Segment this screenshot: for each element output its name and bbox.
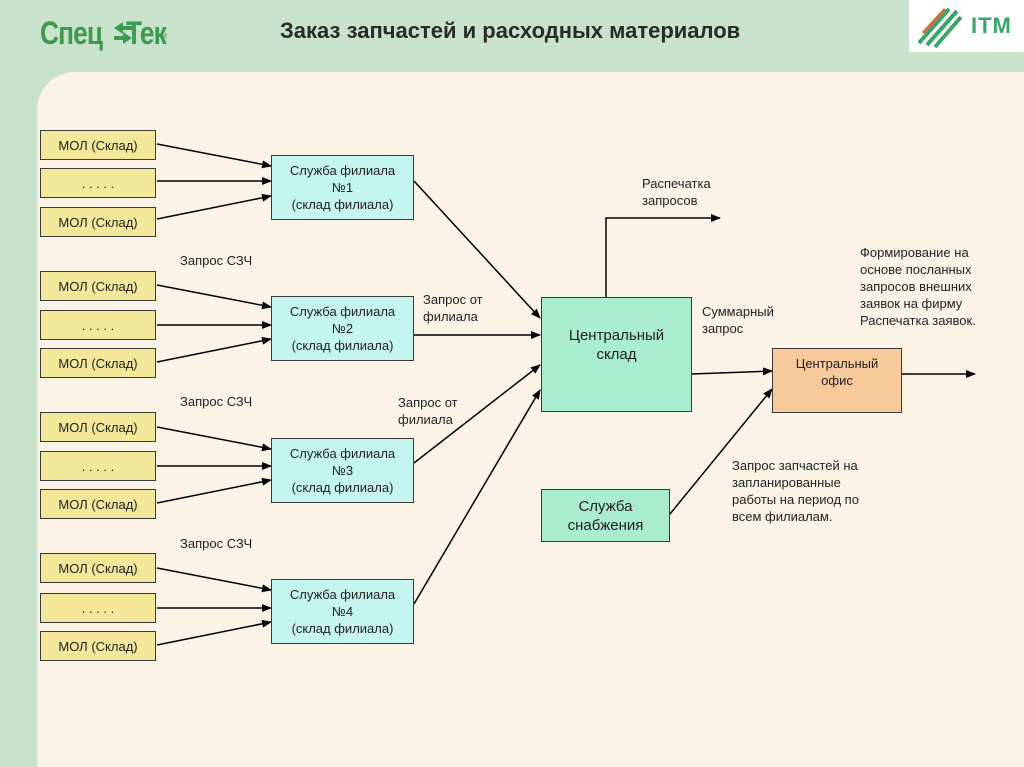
branch-2-line2: №2 [331,321,354,336]
branch-4-line2: №4 [331,604,354,619]
plan-l2: запланированные [732,475,841,490]
spectek-logo: Спец Тек TM [40,8,167,58]
plan-l1: Запрос запчастей на [732,458,858,473]
itm-stripes-icon [917,7,963,49]
mol-box-1a: МОЛ (Склад) [40,130,156,160]
branch-1-line1: Служба филиала [289,163,396,178]
mol-box-4b: . . . . . [40,593,156,623]
logo-tm: TM [156,32,167,40]
branch-request-label-2: Запрос от филиала [398,394,458,428]
mol-box-3c: МОЛ (Склад) [40,489,156,519]
form-l5: Распечатка заявок. [860,313,976,328]
page-title: Заказ запчастей и расходных материалов [280,18,741,43]
office-line1: Центральный [795,356,879,371]
mol-box-2a: МОЛ (Склад) [40,271,156,301]
szch-label-3: Запрос СЗЧ [180,536,253,551]
branch-request-1-l1: Запрос от [423,292,483,307]
print-requests-label: Распечатка запросов [642,175,711,209]
header: Спец Тек TM Заказ запчастей и расходных … [0,0,1024,72]
branch-request-label-1: Запрос от филиала [423,291,483,325]
branch-box-2: Служба филиала №2 (склад филиала) [271,296,414,361]
logo-arrows-icon [113,22,132,44]
mol-box-1b: . . . . . [40,168,156,198]
mol-box-2c: МОЛ (Склад) [40,348,156,378]
central-office-box: Центральный офис [772,348,902,413]
branch-box-3: Служба филиала №3 (склад филиала) [271,438,414,503]
branch-3-line1: Служба филиала [289,446,396,461]
mol-box-2b: . . . . . [40,310,156,340]
mol-box-4a: МОЛ (Склад) [40,553,156,583]
branch-1-line2: №1 [331,180,354,195]
central-warehouse-box: Центральный склад [541,297,692,412]
form-l4: заявок на фирму [860,296,963,311]
supply-line2: снабжения [567,516,644,534]
logo-part1: Спец [40,14,103,51]
mol-box-4c: МОЛ (Склад) [40,631,156,661]
branch-4-line1: Служба филиала [289,587,396,602]
branch-4-line3: (склад филиала) [291,621,394,636]
print-l2: запросов [642,193,698,208]
sum-l2: запрос [702,321,744,336]
branch-request-2-l1: Запрос от [398,395,458,410]
branch-2-line1: Служба филиала [289,304,396,319]
form-l1: Формирование на [860,245,969,260]
branch-request-1-l2: филиала [423,309,478,324]
szch-label-1: Запрос СЗЧ [180,253,253,268]
form-l3: запросов внешних [860,279,972,294]
branch-3-line2: №3 [331,463,354,478]
plan-l4: всем филиалам. [732,509,833,524]
print-l1: Распечатка [642,176,711,191]
plan-l3: работы на период по [732,492,859,507]
office-line2: офис [821,373,853,388]
planned-request-note: Запрос запчастей на запланированные рабо… [732,457,859,525]
branch-3-line3: (склад филиала) [291,480,394,495]
mol-box-3a: МОЛ (Склад) [40,412,156,442]
central-line1: Центральный [568,327,665,344]
itm-text: ITM [971,13,1012,38]
supply-line1: Служба [578,497,633,515]
branch-request-2-l2: филиала [398,412,453,427]
sum-l1: Суммарный [702,304,774,319]
formation-note: Формирование на основе посланных запросо… [860,244,976,329]
form-l2: основе посланных [860,262,972,277]
central-line2: склад [596,346,637,363]
branch-box-1: Служба филиала №1 (склад филиала) [271,155,414,220]
szch-label-2: Запрос СЗЧ [180,394,253,409]
total-request-label: Суммарный запрос [702,303,774,337]
mol-box-3b: . . . . . [40,451,156,481]
branch-2-line3: (склад филиала) [291,338,394,353]
branch-1-line3: (склад филиала) [291,197,394,212]
mol-box-1c: МОЛ (Склад) [40,207,156,237]
branch-box-4: Служба филиала №4 (склад филиала) [271,579,414,644]
itm-logo: ITM [909,0,1024,52]
logo-part2: Тек [125,14,167,51]
diagram-panel [37,72,1024,767]
